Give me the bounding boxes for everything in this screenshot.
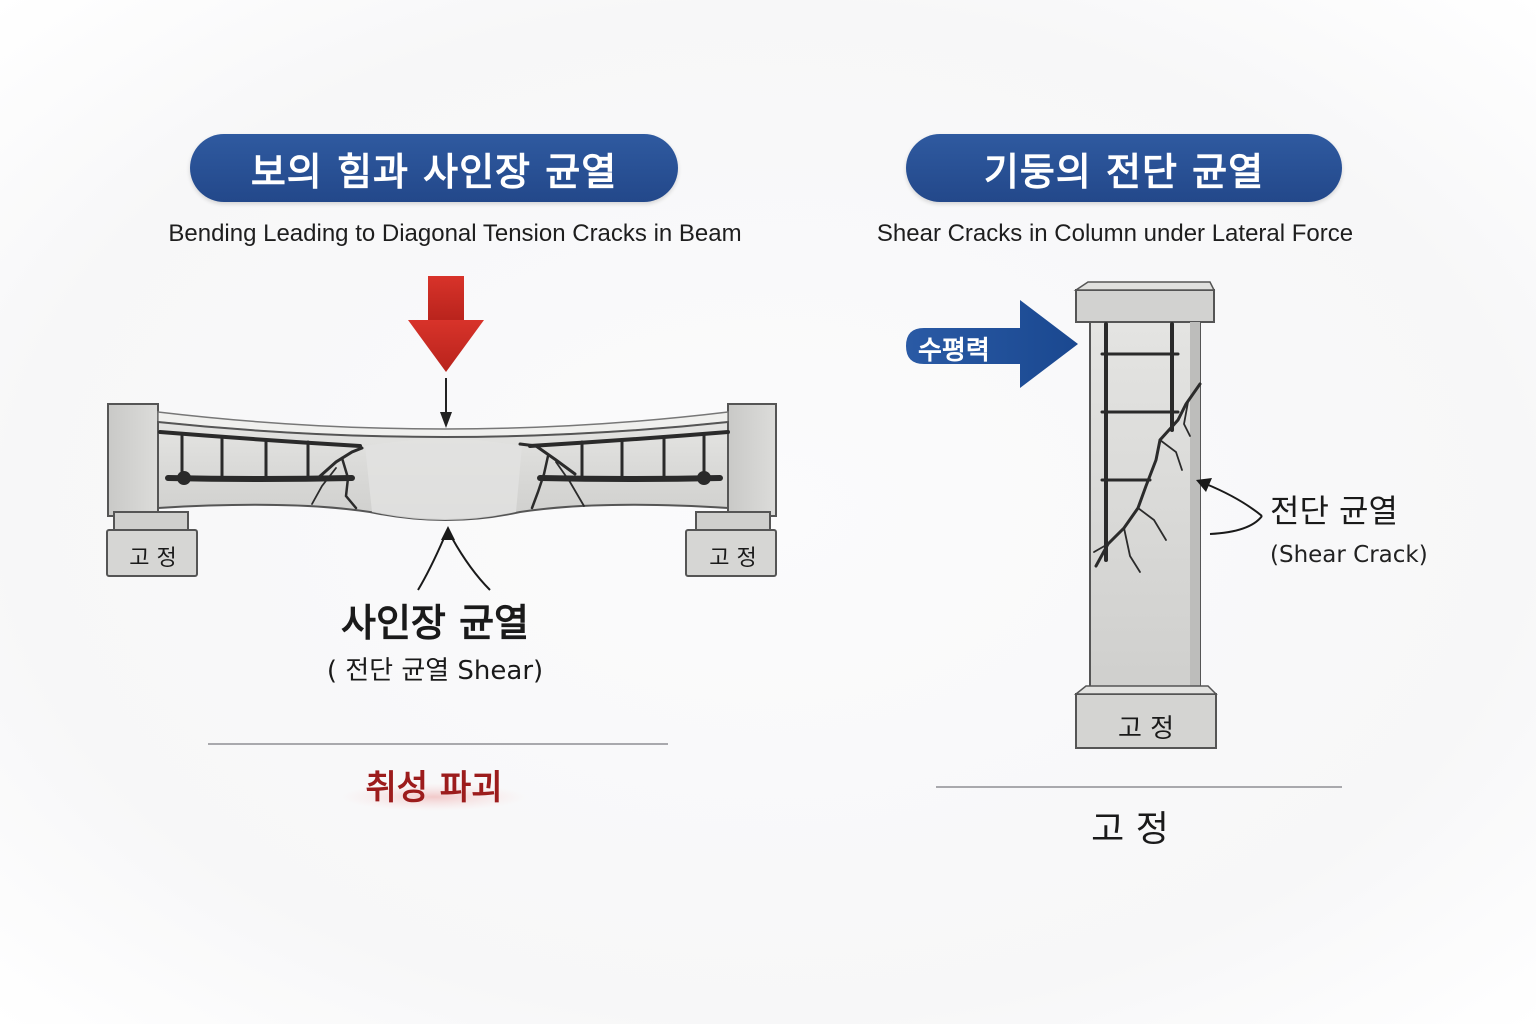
column-base-label: 고 정 [1117,714,1175,744]
column-crack-pointer [1205,483,1263,535]
beam-subtitle: Bending Leading to Diagonal Tension Crac… [168,220,742,247]
column-crack-sublabel: (Shear Crack) [1270,542,1428,568]
failure-highlight [342,783,526,811]
beam-crack-sublabel: ( 전단 균열 Shear) [326,656,544,686]
beam-divider [208,743,668,745]
beam-crack-arrowhead [441,526,455,540]
column-body [1073,281,1218,749]
lateral-force-arrow-icon [906,300,1078,388]
beam-diagonal-cracks [311,442,585,510]
column-crack-label: 전단 균열 [1270,492,1398,530]
column-rebar [1100,322,1180,562]
load-arrow-icon [408,276,484,428]
beam-crack-pointer [417,537,491,591]
column-crack-arrowhead [1196,478,1212,492]
rebar-anchor-right [697,471,711,485]
column-shear-cracks [1093,382,1202,573]
beam-support-left [106,403,198,577]
beam-body [157,411,729,521]
lateral-force-label: 수평력 [918,336,990,366]
failure-label: 취성 파괴 [365,768,503,808]
column-bottom-label: 고 정 [1091,809,1169,850]
beam-title-pill: 보의 힘과 사인장 균열 [190,134,678,202]
beam-crack-label: 사인장 균열 [340,601,530,645]
support-label-left: 고 정 [129,546,177,571]
support-label-right: 고 정 [709,546,757,571]
column-title-pill: 기둥의 전단 균열 [906,134,1342,202]
column-subtitle: Shear Cracks in Column under Lateral For… [876,220,1354,247]
beam-title: 보의 힘과 사인장 균열 [250,149,618,194]
column-divider [936,786,1342,788]
rebar-anchor-left [177,471,191,485]
column-title: 기둥의 전단 균열 [983,149,1265,194]
beam-support-right [685,403,777,577]
